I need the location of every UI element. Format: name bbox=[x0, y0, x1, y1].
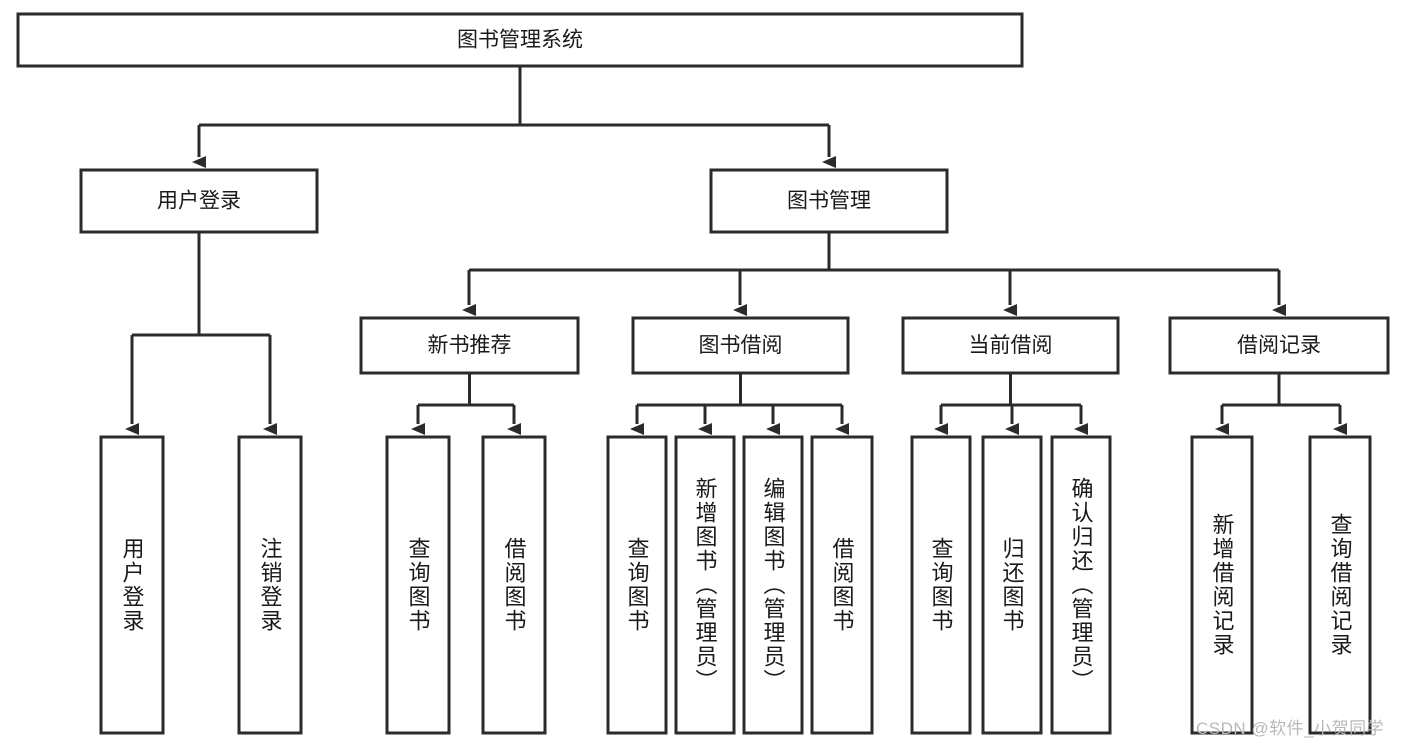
node-box-leaf-borrow-book-recommend[interactable] bbox=[481, 435, 547, 735]
node-box-leaf-query-book-current[interactable] bbox=[910, 435, 972, 735]
node-label-book-management: 图书管理 bbox=[787, 190, 871, 213]
node-box-layer bbox=[16, 12, 1390, 735]
node-box-leaf-return-book[interactable] bbox=[981, 435, 1043, 735]
node-label-current-borrow: 当前借阅 bbox=[969, 334, 1053, 357]
node-box-new-book-recommend[interactable] bbox=[359, 316, 580, 375]
node-box-leaf-query-borrow-record[interactable] bbox=[1308, 435, 1372, 735]
node-box-leaf-add-borrow-record[interactable] bbox=[1190, 435, 1254, 735]
node-box-leaf-user-login[interactable] bbox=[99, 435, 165, 735]
node-box-leaf-add-book[interactable] bbox=[674, 435, 736, 735]
node-box-leaf-confirm-return[interactable] bbox=[1050, 435, 1112, 735]
node-box-book-borrow[interactable] bbox=[631, 316, 850, 375]
node-box-borrow-records[interactable] bbox=[1168, 316, 1390, 375]
node-label-borrow-records: 借阅记录 bbox=[1237, 334, 1321, 357]
node-box-root[interactable] bbox=[16, 12, 1024, 68]
csdn-watermark: CSDN @软件_小贺同学 bbox=[1196, 719, 1385, 738]
node-box-leaf-borrow-book[interactable] bbox=[810, 435, 874, 735]
node-label-book-borrow: 图书借阅 bbox=[699, 334, 783, 357]
node-box-leaf-logout[interactable] bbox=[237, 435, 303, 735]
connector-layer bbox=[125, 66, 1347, 435]
node-box-leaf-query-book-recommend[interactable] bbox=[385, 435, 451, 735]
node-box-book-management[interactable] bbox=[709, 168, 949, 234]
node-label-user-login: 用户登录 bbox=[157, 190, 241, 213]
node-box-leaf-edit-book[interactable] bbox=[742, 435, 804, 735]
node-box-current-borrow[interactable] bbox=[901, 316, 1120, 375]
node-box-user-login[interactable] bbox=[79, 168, 319, 234]
node-label-root: 图书管理系统 bbox=[457, 29, 583, 52]
node-box-leaf-query-book-borrow[interactable] bbox=[606, 435, 668, 735]
node-label-new-book-recommend: 新书推荐 bbox=[428, 334, 512, 357]
